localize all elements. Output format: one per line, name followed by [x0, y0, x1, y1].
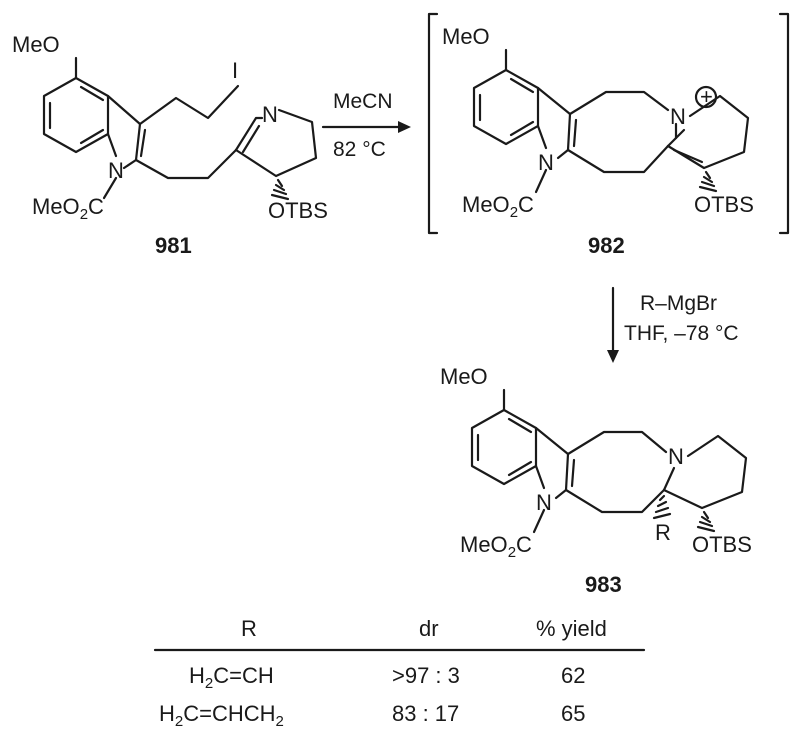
compound-982-positive-charge: +	[700, 84, 713, 109]
compound-981-ester-label: MeO2C	[32, 194, 104, 223]
compound-981-indole-nitrogen-label: N	[108, 158, 124, 183]
compound-983-structure	[470, 388, 748, 534]
compound-981-iodine-label: I	[232, 58, 238, 83]
table-header-dr: dr	[419, 616, 439, 641]
compound-981-methoxy-label: MeO	[12, 32, 60, 57]
compound-982-iminium-nitrogen-label: N	[670, 104, 686, 129]
reaction-arrow-1	[321, 121, 411, 133]
compound-981-imine-nitrogen-label: N	[262, 102, 278, 127]
compound-983-methoxy-label: MeO	[440, 364, 488, 389]
compound-983-otbs-label: OTBS	[692, 532, 752, 557]
step1-conditions: 82 °C	[333, 138, 386, 161]
results-table: R dr % yield H2C=CH >97 : 3 62 H2C=CHCH2…	[153, 616, 646, 730]
step2-reagent: R–MgBr	[640, 292, 717, 315]
intermediate-bracket-right	[778, 12, 790, 235]
table-row-1-dr: >97 : 3	[392, 663, 460, 688]
step1-reagent: MeCN	[333, 90, 393, 113]
compound-983-amine-nitrogen-label: N	[668, 444, 684, 469]
compound-982-ester-label: MeO2C	[462, 192, 534, 221]
step2-conditions: THF, –78 °C	[624, 322, 739, 345]
compound-982-structure	[472, 48, 750, 194]
table-row-2-dr: 83 : 17	[392, 701, 459, 726]
compound-982-otbs-label: OTBS	[694, 192, 754, 217]
compound-983-number: 983	[585, 572, 622, 597]
table-row-2-yield: 65	[561, 701, 585, 726]
compound-982-indole-nitrogen-label: N	[538, 150, 554, 175]
compound-983-indole-nitrogen-label: N	[536, 490, 552, 515]
compound-983-ester-label: MeO2C	[460, 532, 532, 561]
intermediate-bracket-left	[427, 12, 439, 235]
reaction-arrow-2	[607, 286, 619, 363]
compound-982-methoxy-label: MeO	[442, 24, 490, 49]
table-row-1-r: H2C=CH	[189, 663, 274, 692]
compound-981-structure	[42, 56, 318, 201]
table-row-1-yield: 62	[561, 663, 585, 688]
compound-981-otbs-label: OTBS	[268, 198, 328, 223]
compound-983-r-substituent-label: R	[655, 520, 671, 545]
compound-981-number: 981	[155, 233, 192, 258]
compound-982-number: 982	[588, 233, 625, 258]
table-header-r: R	[241, 616, 257, 641]
table-header-yield: % yield	[536, 616, 607, 641]
table-row-2-r: H2C=CHCH2	[159, 701, 284, 730]
